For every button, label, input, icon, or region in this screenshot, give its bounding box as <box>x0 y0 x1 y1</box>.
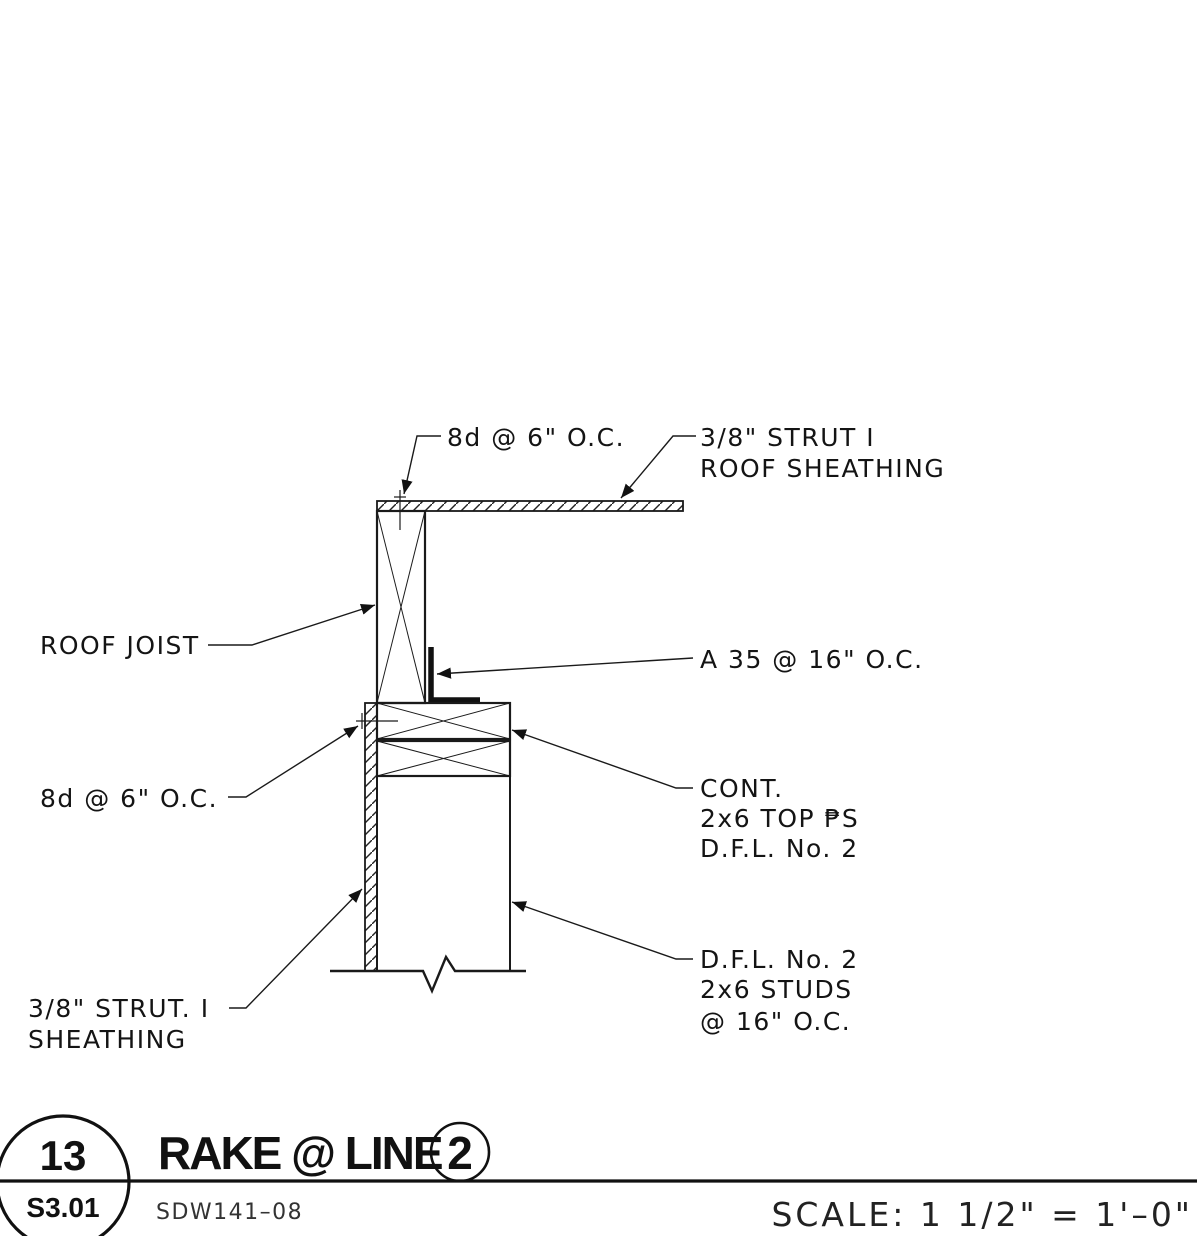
nail-mark-side <box>356 713 398 729</box>
top-plates <box>375 701 512 778</box>
callout-nailing-top: 8d @ 6" O.C. <box>447 423 625 452</box>
callout-wall-sheathing-line1: 3/8" STRUT. I <box>28 994 210 1023</box>
callout-studs-line3: @ 16" O.C. <box>700 1007 851 1036</box>
callout-wall-sheathing-line2: SHEATHING <box>28 1025 187 1054</box>
leader-top-plates <box>511 729 693 789</box>
detail-number: 13 <box>40 1132 87 1179</box>
roof-joist <box>375 509 427 705</box>
leader-studs <box>511 901 693 960</box>
leader-clip <box>436 657 694 679</box>
leader-nailing-side <box>228 725 359 798</box>
studs <box>376 776 511 971</box>
callout-studs-line2: 2x6 STUDS <box>700 975 853 1004</box>
leader-nailing-top <box>401 435 441 495</box>
callout-top-plates-line2: 2x6 TOP ₱S <box>700 804 859 833</box>
detail-title: RAKE @ LINE <box>158 1127 442 1179</box>
callout-top-plates-line3: D.F.L. No. 2 <box>700 834 859 863</box>
callout-roof-sheathing-line2: ROOF SHEATHING <box>700 454 945 483</box>
wall-sheathing <box>364 702 378 972</box>
callout-studs-line1: D.F.L. No. 2 <box>700 945 859 974</box>
nail-mark-top <box>394 490 406 530</box>
leader-lines <box>208 435 696 1009</box>
scale-note: SCALE: 1 1/2" = 1'–0" <box>771 1195 1193 1234</box>
roof-sheathing <box>376 500 684 512</box>
callout-roof-joist: ROOF JOIST <box>40 631 200 660</box>
sheet-number: S3.01 <box>26 1192 99 1223</box>
callout-nailing-side: 8d @ 6" O.C. <box>40 784 218 813</box>
leader-roof-joist <box>208 604 376 646</box>
drawing-id: SDW141–08 <box>156 1200 303 1225</box>
callout-top-plates-line1: CONT. <box>700 774 784 803</box>
leader-roof-sheathing <box>620 435 696 499</box>
callout-roof-sheathing-line1: 3/8" STRUT I <box>700 423 875 452</box>
gridline-marker-label: 2 <box>447 1127 473 1179</box>
break-line <box>330 954 526 995</box>
leader-wall-sheathing <box>229 888 363 1009</box>
detail-bubble: 13 S3.01 <box>0 1114 1197 1236</box>
gridline-marker: 2 <box>429 1121 491 1183</box>
callout-clip: A 35 @ 16" O.C. <box>700 645 924 674</box>
a35-clip <box>428 647 480 703</box>
